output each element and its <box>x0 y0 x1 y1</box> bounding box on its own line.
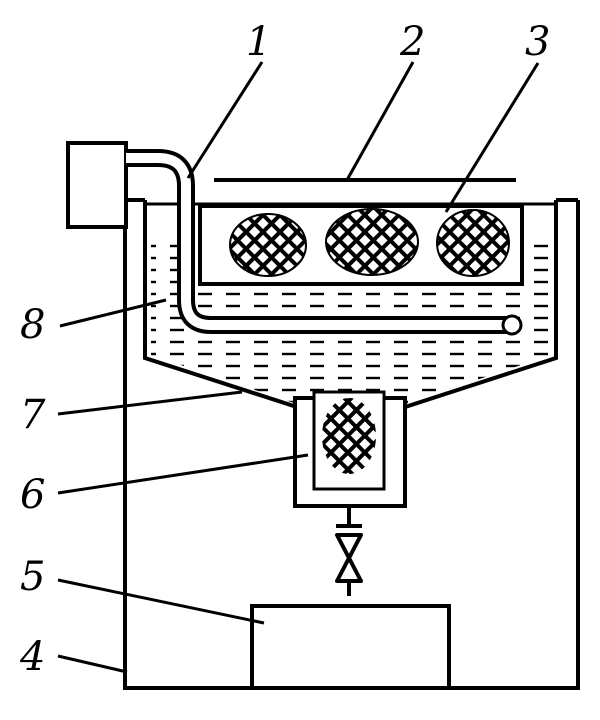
leader-3 <box>444 62 540 213</box>
label-6: 6 <box>20 472 45 518</box>
mesh-part-3 <box>436 209 510 277</box>
pipe-inner <box>126 153 510 330</box>
label-8: 8 <box>20 302 45 348</box>
valve-icon <box>335 533 363 583</box>
leader-7 <box>57 390 243 416</box>
leader-6 <box>57 453 309 495</box>
label-7: 7 <box>20 392 46 438</box>
label-5: 5 <box>20 554 45 600</box>
label-1: 1 <box>246 19 271 65</box>
mesh-part-2 <box>325 208 419 276</box>
leader-1 <box>186 61 264 179</box>
mesh-part-1 <box>229 213 307 277</box>
collection-container <box>250 604 451 690</box>
pipe-nozzle <box>501 314 523 336</box>
label-4: 4 <box>19 634 45 680</box>
leader-5 <box>57 578 265 625</box>
label-3: 3 <box>525 19 550 65</box>
pump-box <box>66 141 128 229</box>
leader-lines <box>57 61 540 674</box>
filter-mesh <box>322 398 376 474</box>
leader-2 <box>345 61 415 181</box>
leader-4 <box>57 654 128 674</box>
leader-8 <box>59 298 167 328</box>
label-2: 2 <box>399 19 425 65</box>
